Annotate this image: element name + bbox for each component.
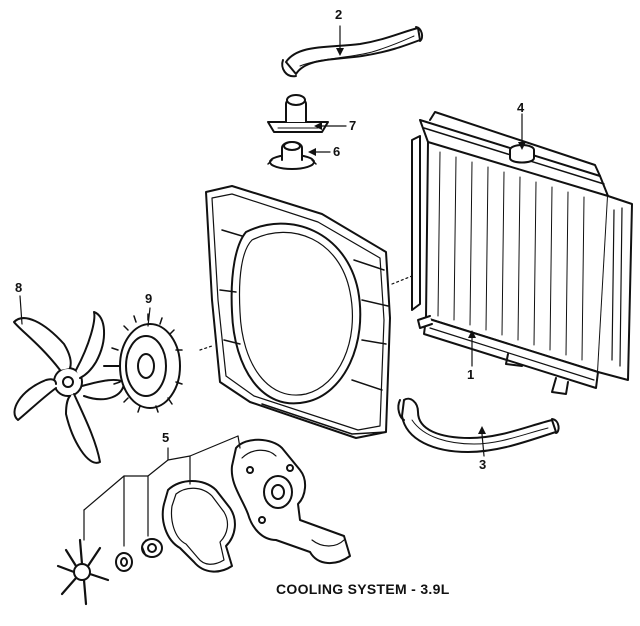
callout-4: 4 xyxy=(517,100,525,115)
callout-9: 9 xyxy=(145,291,153,306)
lower-hose xyxy=(397,397,560,453)
callout-3: 3 xyxy=(479,457,487,472)
pump-seal xyxy=(115,552,133,572)
upper-hose xyxy=(281,26,424,78)
fan-blade xyxy=(13,311,125,464)
fan-clutch xyxy=(103,313,183,413)
callout-1: 1 xyxy=(467,367,475,382)
water-pump-gasket xyxy=(161,480,236,573)
callout-2: 2 xyxy=(335,7,343,22)
callout-6: 6 xyxy=(333,144,341,159)
callout-8: 8 xyxy=(15,280,23,295)
thermostat xyxy=(267,141,317,170)
radiator-cap xyxy=(509,144,535,164)
callout-7: 7 xyxy=(349,118,357,133)
pump-impeller xyxy=(56,538,110,606)
pump-bearing xyxy=(141,538,163,558)
fan-shroud xyxy=(205,185,391,439)
arrowheads xyxy=(308,48,526,434)
leader-lines xyxy=(19,25,523,547)
diagram-caption: COOLING SYSTEM - 3.9L xyxy=(276,581,450,597)
callout-5: 5 xyxy=(162,430,170,445)
thermostat-housing xyxy=(267,94,329,133)
water-pump xyxy=(230,438,351,564)
